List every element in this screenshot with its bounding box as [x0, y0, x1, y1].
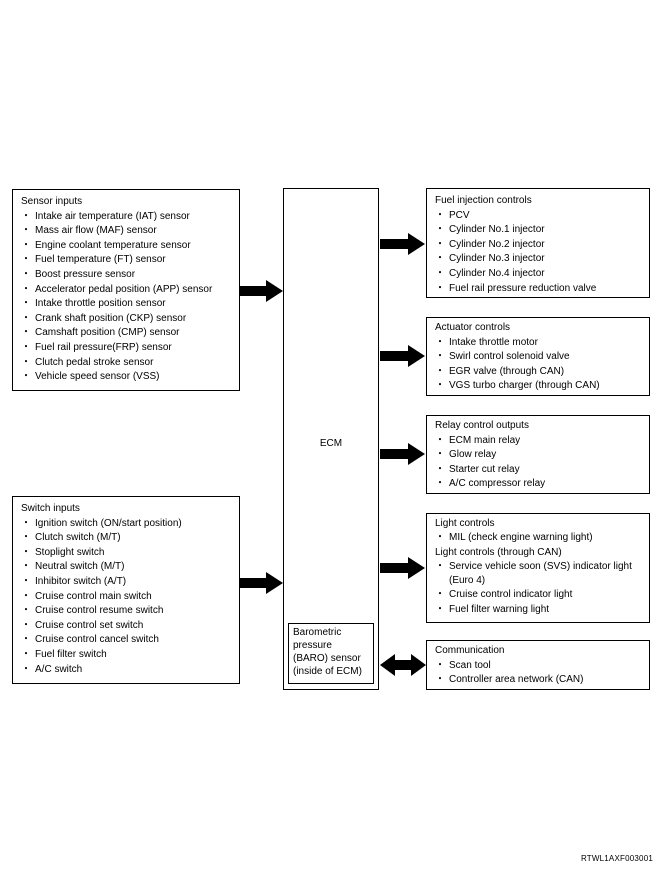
list-item: Cylinder No.3 injector — [435, 252, 641, 267]
list-item: Mass air flow (MAF) sensor — [21, 224, 231, 239]
baro-line: (BARO) sensor — [293, 653, 361, 664]
list-item: Cylinder No.1 injector — [435, 223, 641, 238]
communication-title: Communication — [435, 645, 505, 656]
list-item: Cruise control cancel switch — [21, 633, 231, 648]
light-can-list: Service vehicle soon (SVS) indicator lig… — [435, 560, 641, 617]
relay-list: ECM main relay Glow relay Starter cut re… — [435, 434, 641, 492]
list-item: Cylinder No.2 injector — [435, 238, 641, 253]
list-item: Clutch pedal stroke sensor — [21, 356, 231, 371]
light-list: MIL (check engine warning light) — [435, 531, 641, 546]
actuator-controls-box: Actuator controls Intake throttle motor … — [426, 317, 650, 396]
list-item: Inhibitor switch (A/T) — [21, 575, 231, 590]
list-item: Service vehicle soon (SVS) indicator lig… — [435, 560, 641, 575]
light-subtitle: Light controls (through CAN) — [435, 546, 562, 558]
list-item: Ignition switch (ON/start position) — [21, 517, 231, 532]
list-item: Intake throttle motor — [435, 336, 641, 351]
list-item: Stoplight switch — [21, 546, 231, 561]
list-item: Scan tool — [435, 659, 641, 674]
list-item: Glow relay — [435, 448, 641, 463]
list-item-continuation: (Euro 4) — [449, 575, 486, 587]
list-item: Clutch switch (M/T) — [21, 531, 231, 546]
switch-inputs-box: Switch inputs Ignition switch (ON/start … — [12, 496, 240, 684]
ecm-box: ECM — [283, 188, 379, 690]
ecm-to-relay-arrow — [380, 443, 425, 465]
list-item: Intake throttle position sensor — [21, 297, 231, 312]
list-item: A/C compressor relay — [435, 477, 641, 492]
light-controls-box: Light controls MIL (check engine warning… — [426, 513, 650, 623]
list-item: Swirl control solenoid valve — [435, 350, 641, 365]
sensor-to-ecm-arrow — [240, 280, 283, 302]
switch-to-ecm-arrow — [240, 572, 283, 594]
switch-inputs-list: Ignition switch (ON/start position) Clut… — [21, 517, 231, 678]
ecm-communication-double-arrow — [380, 654, 426, 676]
list-item: Cruise control main switch — [21, 590, 231, 605]
fuel-injection-list: PCV Cylinder No.1 injector Cylinder No.2… — [435, 209, 641, 297]
baro-line: (inside of ECM) — [293, 666, 362, 677]
list-item: Engine coolant temperature sensor — [21, 239, 231, 254]
baro-line: pressure — [293, 640, 332, 651]
fuel-injection-title: Fuel injection controls — [435, 195, 532, 206]
ecm-label: ECM — [319, 438, 343, 449]
list-item: PCV — [435, 209, 641, 224]
list-item: MIL (check engine warning light) — [435, 531, 641, 546]
relay-title: Relay control outputs — [435, 420, 529, 431]
switch-inputs-title: Switch inputs — [21, 503, 80, 514]
list-item: Accelerator pedal position (APP) sensor — [21, 283, 231, 298]
ecm-to-fuel-injection-arrow — [380, 233, 425, 255]
list-item: EGR valve (through CAN) — [435, 365, 641, 380]
actuator-list: Intake throttle motor Swirl control sole… — [435, 336, 641, 394]
ecm-to-actuator-arrow — [380, 345, 425, 367]
ecm-to-light-arrow — [380, 557, 425, 579]
list-item: Fuel temperature (FT) sensor — [21, 253, 231, 268]
sensor-inputs-list: Intake air temperature (IAT) sensor Mass… — [21, 210, 231, 385]
list-item: Cruise control set switch — [21, 619, 231, 634]
list-item: Cruise control resume switch — [21, 604, 231, 619]
fuel-injection-box: Fuel injection controls PCV Cylinder No.… — [426, 188, 650, 298]
figure-code: RTWL1AXF003001 — [580, 854, 653, 863]
actuator-title: Actuator controls — [435, 322, 511, 333]
list-item: Cylinder No.4 injector — [435, 267, 641, 282]
list-item: Intake air temperature (IAT) sensor — [21, 210, 231, 225]
baro-sensor-box: Barometric pressure (BARO) sensor (insid… — [288, 623, 374, 684]
baro-line: Barometric — [293, 627, 342, 638]
sensor-inputs-box: Sensor inputs Intake air temperature (IA… — [12, 189, 240, 391]
list-item: Boost pressure sensor — [21, 268, 231, 283]
communication-list: Scan tool Controller area network (CAN) — [435, 659, 641, 688]
list-item: Controller area network (CAN) — [435, 673, 641, 688]
list-item: Fuel filter warning light — [435, 603, 641, 618]
relay-outputs-box: Relay control outputs ECM main relay Glo… — [426, 415, 650, 494]
list-item: Cruise control indicator light — [435, 588, 641, 603]
list-item: Fuel rail pressure(FRP) sensor — [21, 341, 231, 356]
list-item: Starter cut relay — [435, 463, 641, 478]
list-item: A/C switch — [21, 663, 231, 678]
list-item: Crank shaft position (CKP) sensor — [21, 312, 231, 327]
list-item: Fuel filter switch — [21, 648, 231, 663]
sensor-inputs-title: Sensor inputs — [21, 196, 83, 207]
list-item: Neutral switch (M/T) — [21, 560, 231, 575]
list-item: ECM main relay — [435, 434, 641, 449]
communication-box: Communication Scan tool Controller area … — [426, 640, 650, 690]
light-title: Light controls — [435, 518, 495, 529]
list-item: VGS turbo charger (through CAN) — [435, 379, 641, 394]
list-item: Fuel rail pressure reduction valve — [435, 282, 641, 297]
list-item: Vehicle speed sensor (VSS) — [21, 370, 231, 385]
list-item: Camshaft position (CMP) sensor — [21, 326, 231, 341]
